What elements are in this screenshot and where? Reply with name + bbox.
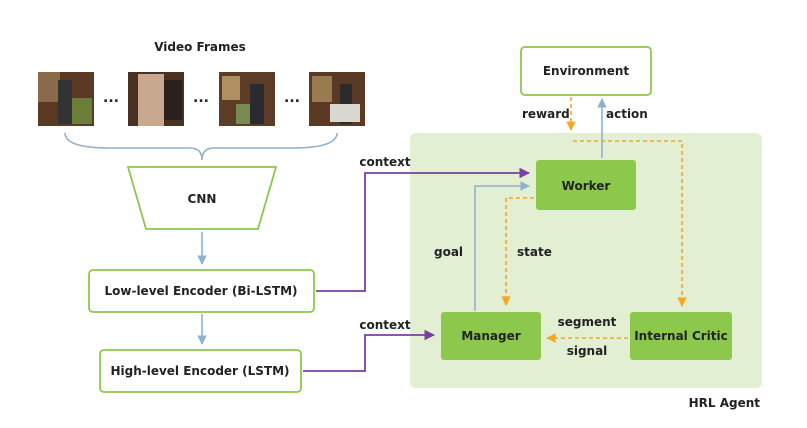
signal-label: signal — [567, 344, 608, 358]
frames-brace — [64, 132, 338, 161]
high-level-encoder-label: High-level Encoder (LSTM) — [110, 364, 289, 378]
environment-label: Environment — [543, 64, 630, 78]
segment-label: segment — [558, 315, 617, 329]
worker-label: Worker — [562, 179, 611, 193]
hrl-agent-label: HRL Agent — [689, 396, 761, 410]
env-to-critic-edge — [573, 140, 687, 307]
manager-label: Manager — [461, 329, 520, 343]
action-label: action — [606, 107, 648, 121]
video-frame-2 — [128, 72, 184, 126]
internal-critic-label: Internal Critic — [634, 329, 728, 343]
ellipsis-1: ... — [103, 90, 119, 106]
ellipsis-2: ... — [193, 90, 209, 106]
environment-box — [520, 46, 652, 96]
video-frame-1 — [38, 72, 94, 126]
manager-box — [441, 312, 541, 360]
video-frame-3 — [219, 72, 275, 126]
goal-label: goal — [434, 245, 463, 259]
cnn-label: CNN — [188, 192, 217, 206]
ellipsis-3: ... — [284, 90, 300, 106]
goal-edge — [474, 181, 530, 311]
low-level-encoder-box — [88, 269, 315, 313]
video-frame-4 — [309, 72, 365, 126]
state-edge — [501, 197, 534, 306]
context-edge-bottom — [303, 329, 436, 372]
reward-label: reward — [522, 107, 570, 121]
worker-box — [536, 160, 636, 210]
video-frames-title: Video Frames — [154, 40, 246, 54]
context-label-bottom: context — [359, 318, 411, 332]
internal-critic-box — [630, 312, 732, 360]
state-label: state — [517, 245, 552, 259]
context-edge-top — [316, 167, 531, 292]
context-label-top: context — [359, 155, 411, 169]
low-level-encoder-label: Low-level Encoder (Bi-LSTM) — [104, 284, 297, 298]
high-level-encoder-box — [99, 349, 302, 393]
cnn-block — [126, 166, 278, 230]
